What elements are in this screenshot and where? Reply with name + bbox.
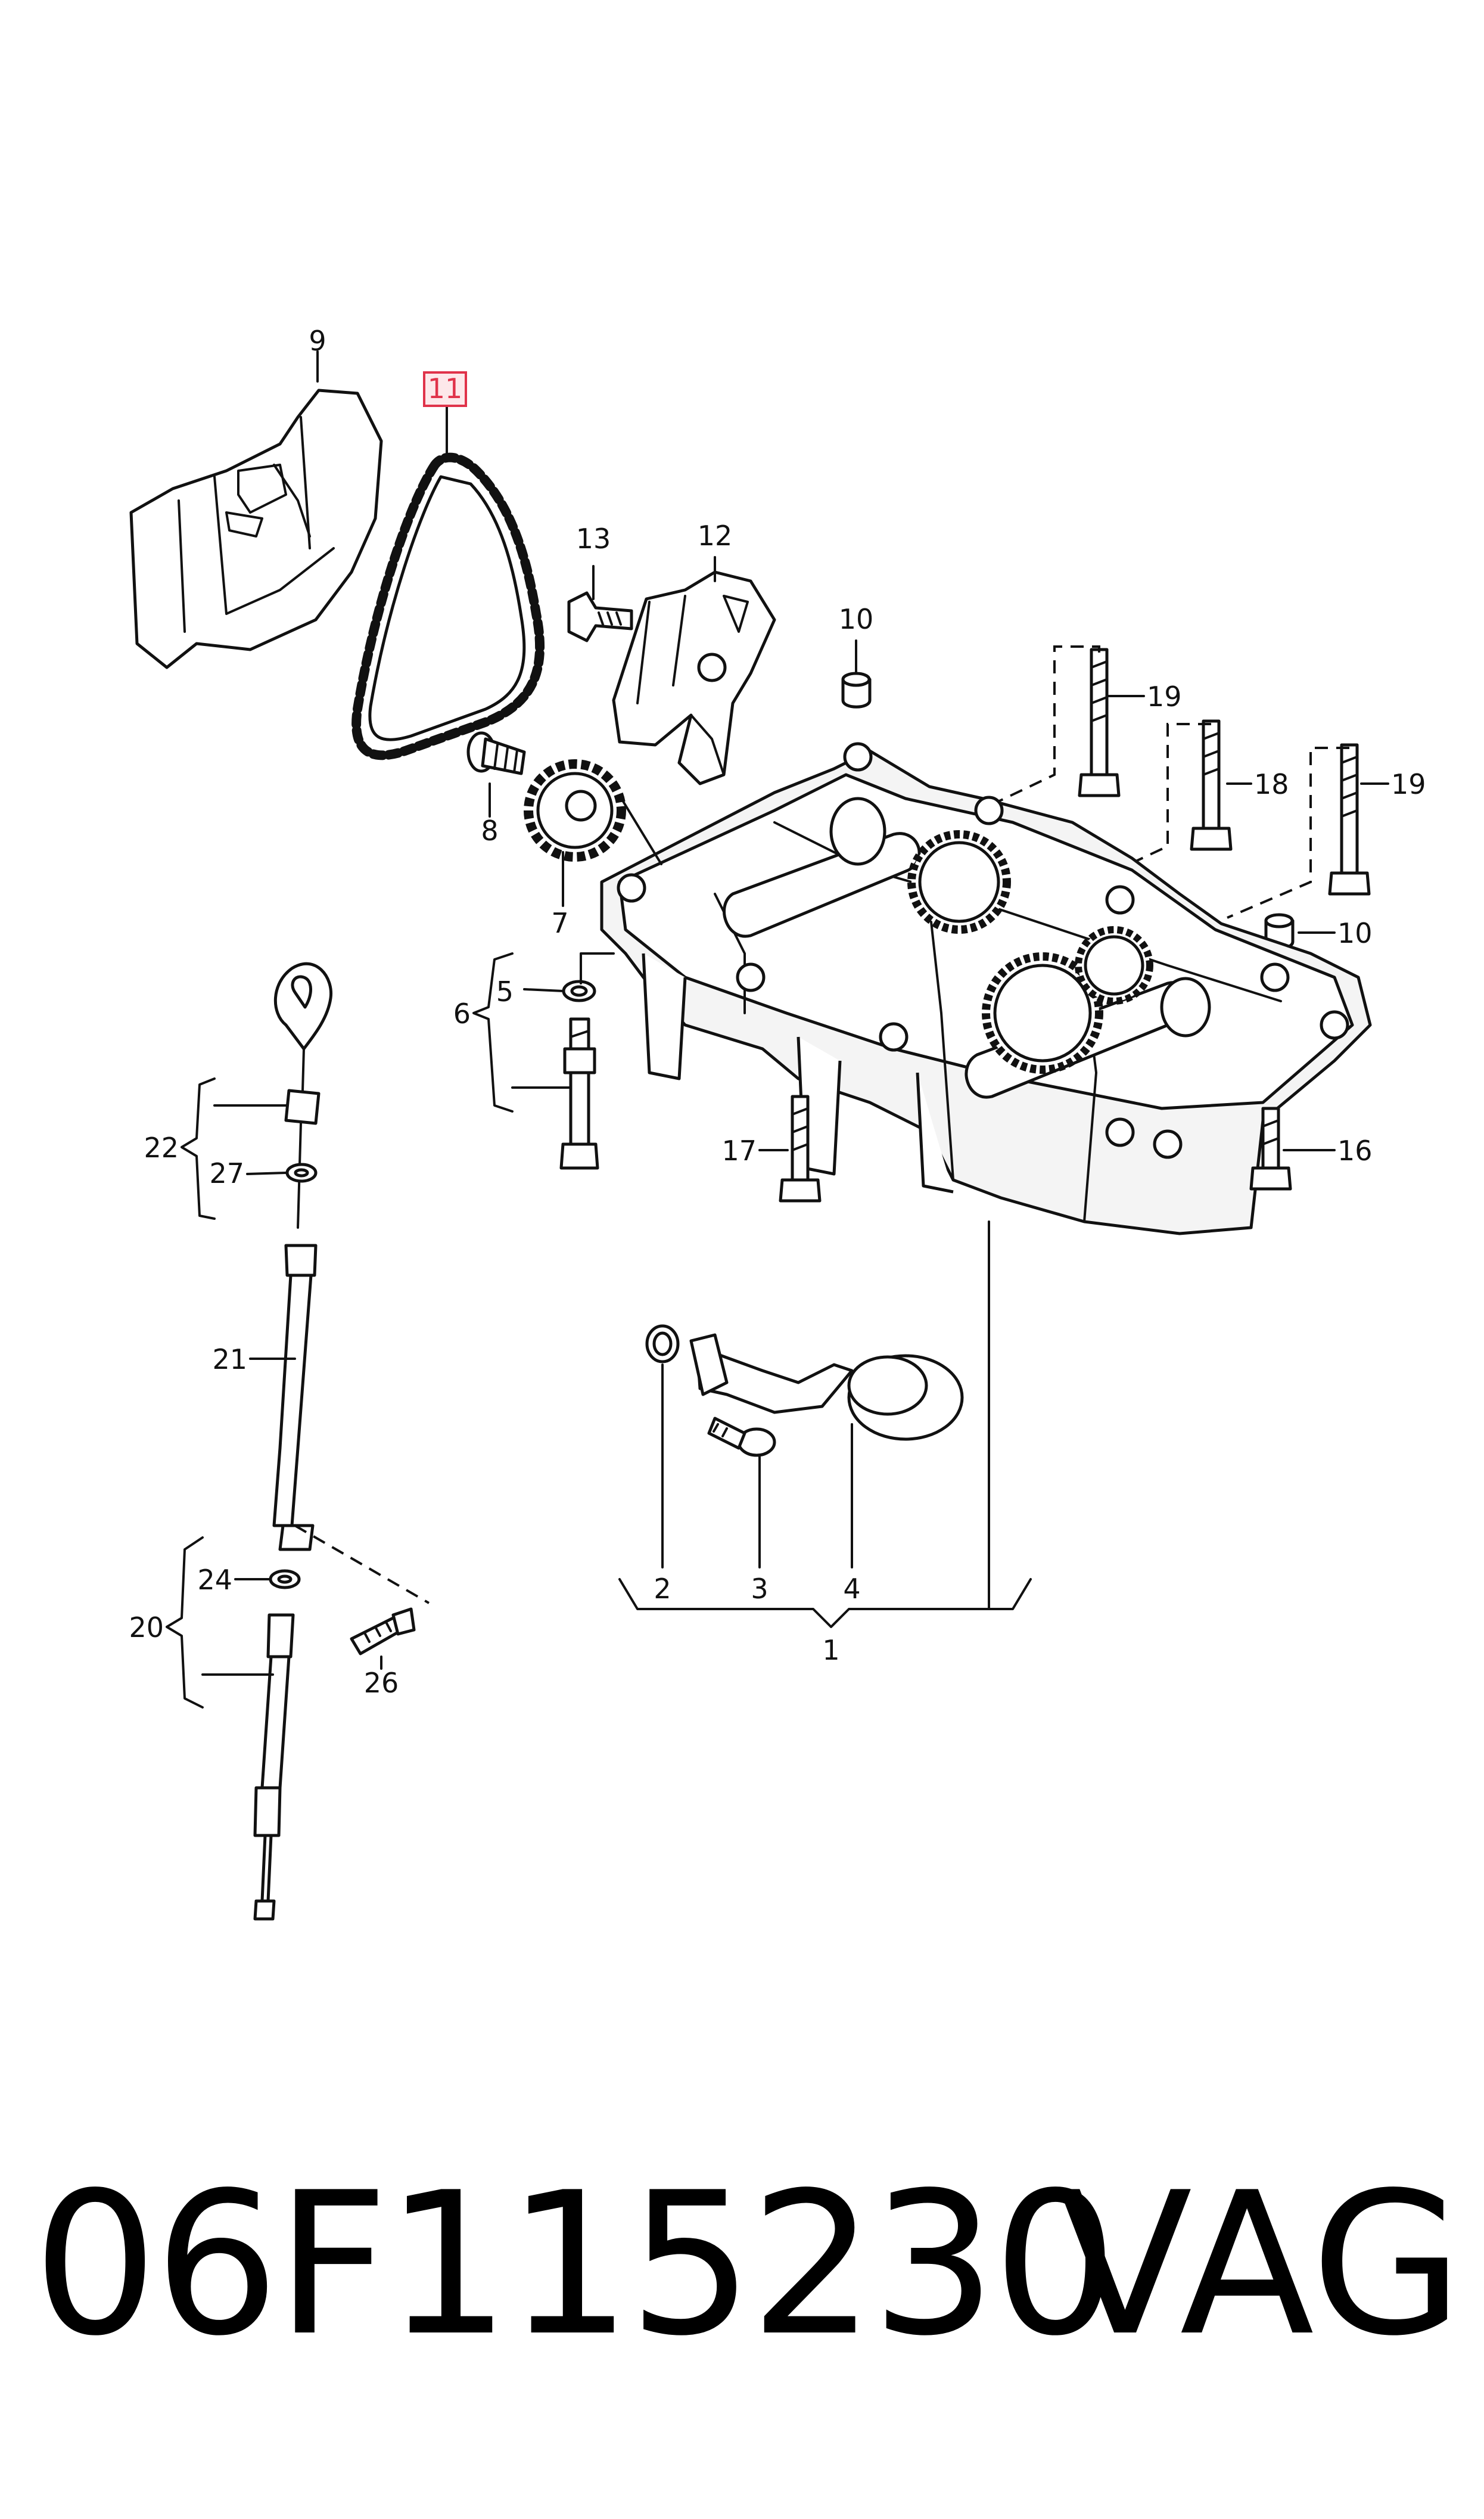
part-3-bolt <box>707 1417 776 1457</box>
leader-lines <box>166 350 1389 1709</box>
callout-3: 3 <box>751 1573 768 1605</box>
callout-18: 18 <box>1254 768 1289 800</box>
callout-13: 13 <box>576 523 611 555</box>
callout-19-upper: 19 <box>1147 681 1182 713</box>
callout-24: 24 <box>197 1564 232 1596</box>
brand-label: VAG <box>1057 2150 1463 2379</box>
part-7-sprocket <box>524 759 626 862</box>
part-12-chain-tensioner <box>612 570 776 785</box>
callout-5: 5 <box>496 976 514 1008</box>
part-9-chain-guide-cover <box>129 389 383 669</box>
callout-21: 21 <box>212 1343 247 1375</box>
callout-20: 20 <box>129 1611 164 1644</box>
part-10-sleeve-upper <box>841 672 872 709</box>
leader-dipstick-tube <box>294 1524 430 1604</box>
callout-2: 2 <box>654 1573 671 1605</box>
part-1-oil-pump-housing <box>600 742 1372 1235</box>
part-11-timing-chain <box>351 452 545 760</box>
callout-1: 1 <box>822 1634 839 1666</box>
part-16-bolt <box>1249 1107 1292 1191</box>
part-number: 06F115230 <box>33 2150 1118 2379</box>
part-22-dipstick <box>273 962 333 1229</box>
part-6-bolt <box>559 1017 599 1170</box>
callout-22: 22 <box>144 1132 179 1164</box>
callout-6: 6 <box>453 998 471 1030</box>
part-17-bolt <box>779 1095 822 1203</box>
callout-10-right: 10 <box>1337 917 1373 949</box>
callout-11: 11 <box>428 372 463 405</box>
leader-bolt-19b <box>1227 747 1349 919</box>
part-13-bolt <box>567 591 633 642</box>
callout-11-highlight <box>423 371 467 407</box>
footer: 06F115230 VAG <box>0 2157 1484 2372</box>
callout-7: 7 <box>551 907 568 939</box>
part-26-stud <box>350 1607 416 1655</box>
part-5-seal-ring <box>562 980 596 1002</box>
part-20-lower-tube <box>253 1613 295 1921</box>
callout-16: 16 <box>1337 1135 1373 1167</box>
callout-12: 12 <box>698 520 733 552</box>
part-2-o-ring <box>645 1324 680 1363</box>
callout-27: 27 <box>209 1157 244 1189</box>
callout-17: 17 <box>721 1135 757 1167</box>
callout-26: 26 <box>364 1667 399 1699</box>
part-27-seal <box>285 1163 318 1183</box>
part-21-guide-tube <box>272 1244 318 1551</box>
part-4-oil-strainer <box>689 1333 964 1441</box>
callout-8: 8 <box>481 815 498 847</box>
part-19-bolt-b <box>1328 743 1371 896</box>
callout-10-upper: 10 <box>839 603 874 635</box>
part-19-bolt-a <box>1078 648 1121 797</box>
part-18-bolt <box>1190 719 1233 851</box>
callout-19-right: 19 <box>1391 768 1426 800</box>
callout-9: 9 <box>309 325 326 357</box>
leader-bolt-19a <box>929 645 1100 835</box>
part-24-seal-ring <box>269 1569 301 1589</box>
part-8-bolt <box>466 731 526 775</box>
callout-4: 4 <box>843 1573 860 1605</box>
